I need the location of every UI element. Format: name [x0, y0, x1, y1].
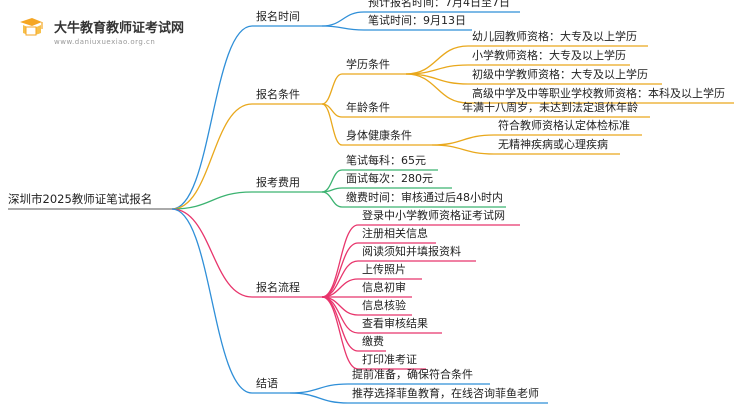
leaf-label: 查看审核结果 [362, 317, 428, 330]
branch-label: 报名条件 [256, 88, 300, 101]
leaf-label: 缴费 [362, 335, 384, 348]
leaf-label: 登录中小学教师资格证考试网 [362, 209, 505, 222]
leaf-connector [321, 25, 365, 31]
sub-connector [431, 144, 495, 155]
branch-label: 结语 [256, 377, 278, 390]
leaf-label: 提前准备，确保符合条件 [352, 368, 473, 381]
leaf-label: 笔试每科：65元 [346, 154, 426, 167]
branch-connector [171, 208, 253, 298]
leaf-connector [289, 392, 349, 404]
leaf-label: 年龄条件 [346, 101, 390, 114]
sub-leaf-label: 幼儿园教师资格：大专及以上学历 [472, 30, 637, 43]
leaf-label: 信息核验 [362, 299, 406, 312]
leaf-label: 学历条件 [346, 58, 390, 71]
leaf-label: 推荐选择菲鱼教育，在线咨询菲鱼老师 [352, 387, 539, 400]
sub-leaf-label: 符合教师资格认定体检标准 [498, 119, 630, 132]
graduation-book-icon [20, 18, 43, 36]
sub-leaf-label: 高级中学及中等职业学校教师资格：本科及以上学历 [472, 87, 725, 100]
leaf-connector [321, 103, 343, 146]
root-topic: 深圳市2025教师证笔试报名 [8, 192, 153, 206]
sub-connector [405, 73, 469, 104]
site-url: www.daniuxuexiao.org.cn [54, 38, 156, 46]
leaf-label: 预计报名时间：7月4日至7日 [368, 0, 510, 9]
leaf-label: 注册相关信息 [362, 227, 428, 240]
branch-connector [171, 25, 253, 210]
sub-leaf-label: 初级中学教师资格：大专及以上学历 [472, 68, 648, 81]
leaf-label: 身体健康条件 [346, 129, 412, 142]
site-header: 大牛教育教师证考试网 www.daniuxuexiao.org.cn [8, 8, 208, 48]
leaf-connector [289, 383, 349, 394]
branch-label: 报名流程 [256, 281, 300, 294]
leaf-label: 缴费时间：审核通过后48小时内 [346, 191, 503, 204]
leaf-connector [321, 224, 359, 298]
sub-leaf-label: 无精神疾病或心理疾病 [498, 138, 608, 151]
leaf-label: 打印准考证 [362, 353, 417, 366]
leaf-connector [321, 11, 365, 27]
branch-label: 报考费用 [256, 176, 300, 189]
leaf-label: 阅读须知并填报资料 [362, 245, 461, 258]
leaf-connector [321, 187, 343, 193]
leaf-label: 上传照片 [362, 263, 406, 276]
leaf-label: 面试每次：280元 [346, 172, 433, 185]
brand-name: 大牛教育教师证考试网 [54, 21, 185, 36]
leaf-label: 信息初审 [362, 281, 406, 294]
sub-leaf-label: 小学教师资格：大专及以上学历 [472, 49, 626, 62]
leaf-connector [321, 73, 343, 105]
leaf-connector [321, 191, 343, 208]
sub-connector [431, 134, 495, 146]
leaf-connector [321, 296, 359, 370]
branch-connector [171, 208, 253, 394]
branch-connector [171, 103, 253, 210]
branch-label: 报名时间 [256, 10, 300, 23]
sub-leaf-label: 年满十八周岁，未达到法定退休年龄 [462, 101, 638, 114]
branch-connector [171, 191, 253, 210]
leaf-label: 笔试时间：9月13日 [368, 14, 466, 27]
